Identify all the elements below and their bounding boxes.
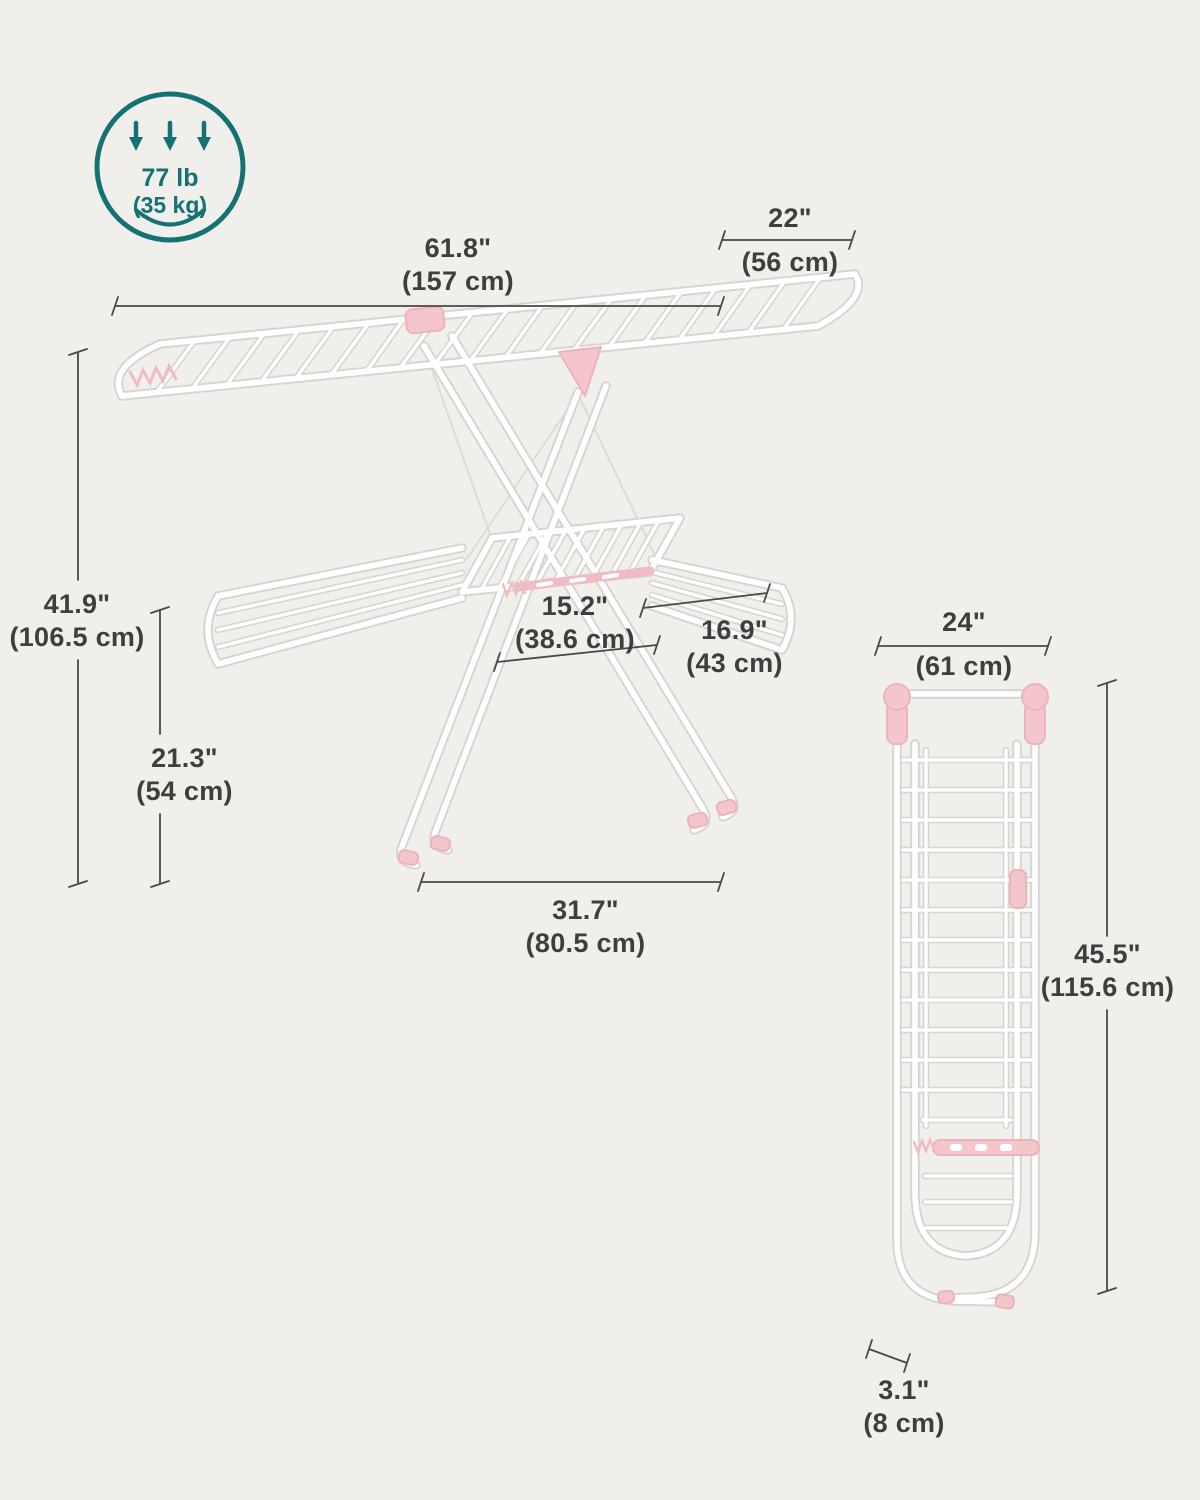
dim-fold-height-label: 45.5" (115.6 cm)	[1020, 938, 1195, 1004]
fold-foot-cap	[936, 1289, 956, 1305]
sock-clips-comb	[128, 362, 178, 389]
dim-fold-width-in: 24"	[942, 607, 986, 637]
badge-load-lb: 77 lb	[142, 164, 199, 192]
down-arrows-icon	[129, 120, 211, 151]
badge-ring	[94, 91, 246, 243]
dim-line-wing-length	[718, 230, 856, 250]
wing-hinge-left	[404, 305, 446, 335]
dim-wing-length-in: 22"	[768, 203, 812, 233]
dim-total-height-label: 41.9" (106.5 cm)	[0, 588, 156, 654]
dim-line-fold-height	[1097, 679, 1117, 1295]
dim-leg-height-in: 21.3"	[151, 743, 218, 773]
fold-hinge-left	[883, 683, 911, 711]
dim-top-length-cm: (157 cm)	[402, 266, 514, 296]
folded-rack-pink-accents	[883, 683, 1049, 1310]
foot-cap	[715, 798, 738, 816]
wing-hinge-right	[558, 346, 602, 397]
load-capacity-badge: 77 lb (35 kg)	[92, 89, 248, 245]
middle-pink-rail-slots	[536, 573, 619, 587]
fold-foot-cap	[994, 1293, 1016, 1310]
dim-line-total-height	[68, 348, 88, 888]
dim-wing-length-cm: (56 cm)	[741, 247, 839, 277]
dim-fold-depth-label: 3.1" (8 cm)	[828, 1374, 980, 1440]
open-rack-pink-accents	[128, 305, 738, 866]
dim-side-wing-cm: (43 cm)	[686, 648, 783, 678]
dim-line-top-length	[111, 296, 725, 316]
dim-line-base-width	[417, 872, 725, 892]
dim-line-fold-depth	[865, 1339, 911, 1373]
foot-cap	[397, 849, 420, 866]
dim-leg-height-label: 21.3" (54 cm)	[112, 742, 257, 808]
foot-cap	[429, 835, 452, 852]
fold-rail-slot	[975, 1144, 987, 1151]
fold-rail-slot	[950, 1144, 962, 1151]
dim-middle-shelf-in: 15.2"	[541, 591, 609, 621]
dimension-lines	[68, 230, 1117, 1373]
dim-wing-length-label: 22" (56 cm)	[702, 202, 878, 279]
middle-comb	[501, 578, 527, 599]
dim-leg-height-cm: (54 cm)	[136, 776, 233, 806]
dim-line-middle-shelf	[493, 635, 661, 672]
dim-fold-height-cm: (115.6 cm)	[1040, 972, 1175, 1002]
dim-fold-depth-cm: (8 cm)	[863, 1408, 945, 1438]
badge-load-kg: (35 kg)	[133, 192, 207, 218]
dim-total-height-in: 41.9"	[43, 589, 111, 619]
load-capacity-badge-graphic: 77 lb (35 kg)	[94, 91, 246, 243]
dim-base-width-cm: (80.5 cm)	[525, 928, 646, 958]
folded-rack-drawing	[897, 694, 1035, 1302]
dim-line-leg-height	[150, 606, 170, 888]
fold-comb	[912, 1136, 936, 1156]
dim-fold-width-label: 24" (61 cm)	[878, 606, 1050, 683]
dim-top-length-in: 61.8"	[424, 233, 492, 263]
dim-fold-width-cm: (61 cm)	[915, 651, 1013, 681]
dim-line-side-wing	[639, 583, 771, 618]
dim-side-wing-in: 16.9"	[701, 615, 768, 645]
dim-top-length-label: 61.8" (157 cm)	[338, 232, 578, 298]
dim-base-width-in: 31.7"	[552, 895, 619, 925]
dim-middle-shelf-cm: (38.6 cm)	[515, 624, 635, 654]
dim-fold-height-in: 45.5"	[1074, 939, 1141, 969]
fold-side-clip	[1009, 869, 1027, 909]
badge-inner-arc	[134, 208, 206, 227]
foot-cap	[686, 811, 709, 829]
dim-middle-shelf-label: 15.2" (38.6 cm)	[475, 590, 675, 656]
fold-hinge-right	[1021, 683, 1049, 711]
dim-total-height-cm: (106.5 cm)	[9, 622, 145, 652]
dim-base-width-label: 31.7" (80.5 cm)	[468, 894, 703, 960]
dim-fold-depth-in: 3.1"	[878, 1375, 930, 1405]
dim-side-wing-label: 16.9" (43 cm)	[642, 614, 827, 680]
fold-rail-slot	[1000, 1144, 1012, 1151]
dim-line-fold-width	[874, 636, 1052, 656]
